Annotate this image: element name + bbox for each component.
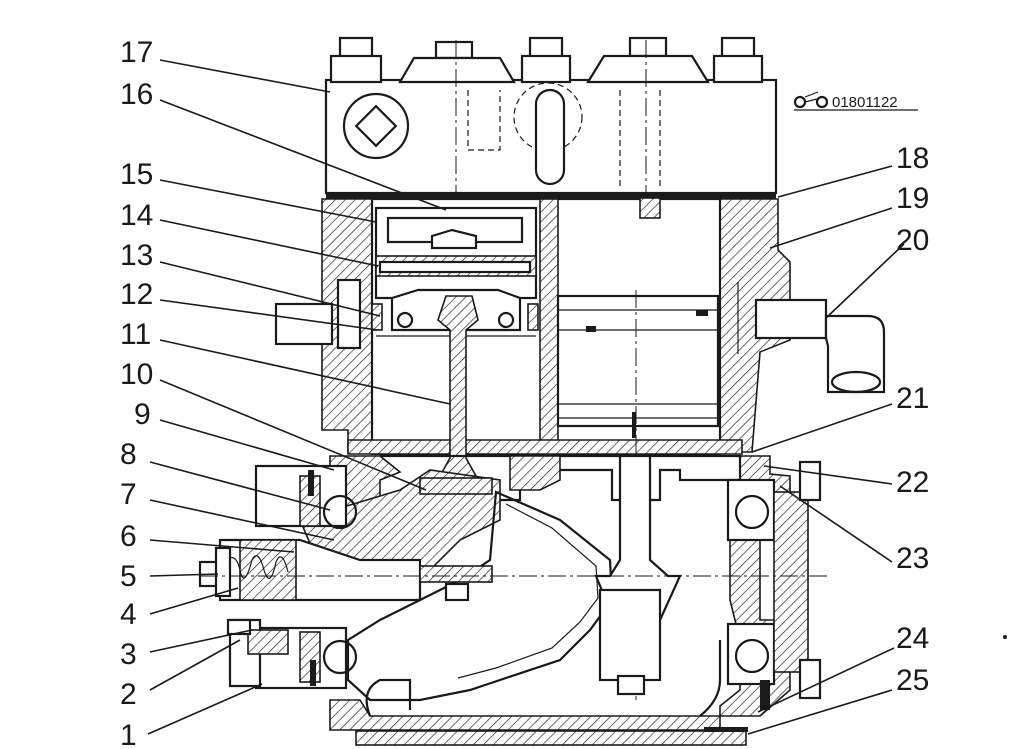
callout-18: 18 <box>896 142 929 175</box>
callouts: 17 16 15 14 13 12 11 10 9 8 7 6 5 4 3 2 <box>120 36 929 749</box>
callout-14: 14 <box>120 199 153 232</box>
callout-6: 6 <box>120 520 137 553</box>
callout-24: 24 <box>896 622 929 655</box>
callout-10: 10 <box>120 358 153 391</box>
callout-2: 2 <box>120 678 137 711</box>
callout-21: 21 <box>896 382 929 415</box>
callout-11: 11 <box>120 318 151 351</box>
crankshaft <box>198 454 830 710</box>
callout-9: 9 <box>134 398 151 431</box>
callout-25: 25 <box>896 664 929 697</box>
callout-17: 17 <box>120 36 153 69</box>
callout-15: 15 <box>120 158 153 191</box>
callout-5: 5 <box>120 560 137 593</box>
head-gasket <box>326 193 776 199</box>
cylinder-block <box>274 197 886 456</box>
callout-20: 20 <box>896 224 929 257</box>
cylinder-head <box>324 36 778 200</box>
stray-mark <box>1003 635 1007 639</box>
callout-16: 16 <box>120 78 153 111</box>
callout-3: 3 <box>120 638 137 671</box>
head-bolts <box>329 36 764 84</box>
callout-4: 4 <box>120 598 137 631</box>
callout-1: 1 <box>120 719 137 749</box>
callout-8: 8 <box>120 438 137 471</box>
callout-13: 13 <box>120 239 153 272</box>
callout-22: 22 <box>896 466 929 499</box>
callout-7: 7 <box>120 478 137 511</box>
left-piston <box>371 206 539 337</box>
callout-19: 19 <box>896 182 929 215</box>
callout-12: 12 <box>120 278 153 311</box>
callout-23: 23 <box>896 542 929 575</box>
base-plate <box>355 730 747 746</box>
drawing-code-text: 01801122 <box>832 94 898 111</box>
drawing-code: 01801122 <box>793 91 918 111</box>
